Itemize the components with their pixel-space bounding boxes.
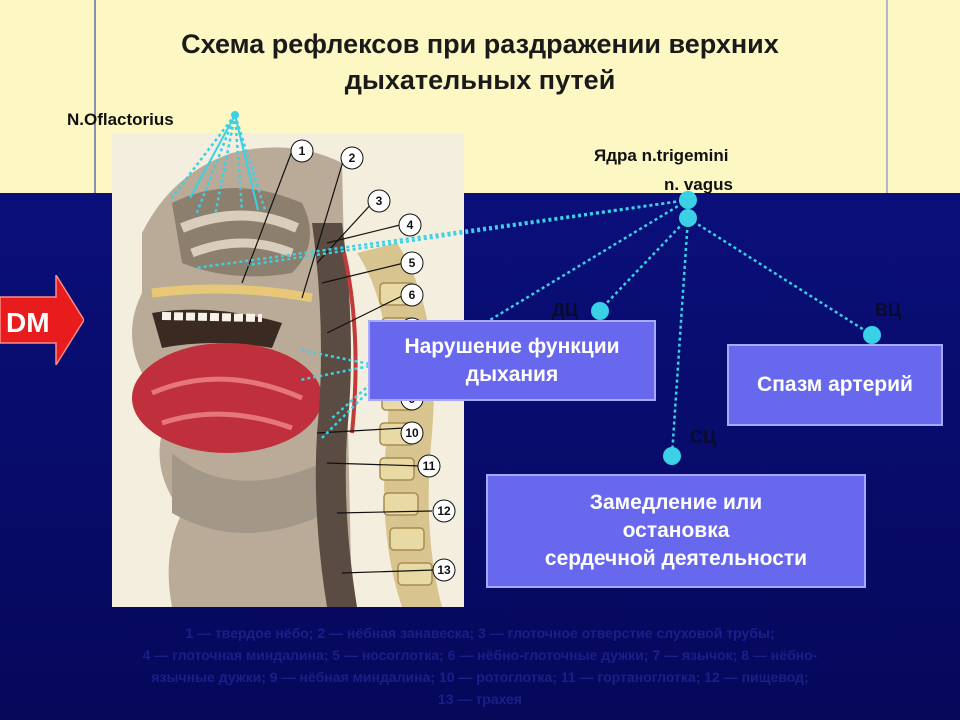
svg-text:11: 11 bbox=[423, 459, 436, 473]
figure-number-12: 12 bbox=[432, 499, 456, 523]
figure-number-1: 1 bbox=[290, 139, 314, 163]
svg-text:1: 1 bbox=[299, 144, 306, 158]
figure-number-4: 4 bbox=[398, 213, 422, 237]
olfactorius-node bbox=[231, 111, 239, 119]
figure-legend: 1 — твердое нёбо; 2 — нёбная занавеска; … bbox=[20, 622, 940, 710]
box-breathing-disorder: Нарушение функции дыхания bbox=[368, 320, 656, 401]
page-title: Схема рефлексов при раздражении верхних … bbox=[100, 26, 860, 98]
svg-text:13: 13 bbox=[437, 563, 451, 577]
right-divider bbox=[886, 0, 888, 193]
svg-text:6: 6 bbox=[409, 288, 416, 302]
figure-number-11: 11 bbox=[417, 454, 441, 478]
figure-number-5: 5 bbox=[400, 251, 424, 275]
svg-text:4: 4 bbox=[407, 218, 414, 232]
hard-palate bbox=[151, 284, 313, 303]
label-sc: СЦ bbox=[690, 427, 717, 447]
pharynx bbox=[312, 223, 357, 607]
box-artery-spasm: Спазм артерий bbox=[727, 344, 943, 426]
vc-node bbox=[863, 326, 881, 344]
figure-number-3: 3 bbox=[367, 189, 391, 213]
tongue bbox=[132, 343, 322, 453]
svg-text:2: 2 bbox=[349, 151, 356, 165]
legend-line-2: 4 — глоточная миндалина; 5 — носоглотка;… bbox=[142, 647, 818, 663]
label-vagus: n. vagus bbox=[664, 175, 733, 194]
vagus-node bbox=[679, 209, 697, 227]
dm-badge: DM bbox=[0, 275, 84, 365]
dm-badge-text: DM bbox=[6, 307, 50, 338]
anatomy-illustration: 1 2 3 4 5 6 7 8 9 10 11 12 13 bbox=[112, 133, 464, 607]
label-vc: ВЦ bbox=[875, 300, 902, 320]
figure-number-10: 10 bbox=[400, 421, 424, 445]
legend-line-3: язычные дужки; 9 — нёбная миндалина; 10 … bbox=[151, 669, 809, 685]
label-dc: ДЦ bbox=[552, 300, 578, 320]
svg-text:5: 5 bbox=[409, 256, 416, 270]
sc-node bbox=[663, 447, 681, 465]
box-cardiac-slowdown: Замедление или остановка сердечной деяте… bbox=[486, 474, 866, 588]
nasal-cavity bbox=[172, 188, 310, 277]
label-trigemini: Ядра n.trigemini bbox=[594, 146, 729, 165]
figure-number-2: 2 bbox=[340, 146, 364, 170]
trigemini-node bbox=[679, 191, 697, 209]
legend-line-4: 13 — трахея bbox=[438, 691, 522, 707]
svg-text:10: 10 bbox=[405, 426, 419, 440]
lower-jaw bbox=[172, 453, 327, 533]
legend-line-1: 1 — твердое нёбо; 2 — нёбная занавеска; … bbox=[185, 625, 775, 641]
figure-number-13: 13 bbox=[432, 558, 456, 582]
svg-text:12: 12 bbox=[437, 504, 451, 518]
dc-node bbox=[591, 302, 609, 320]
title-line-2: дыхательных путей bbox=[344, 65, 616, 95]
title-line-1: Схема рефлексов при раздражении верхних bbox=[181, 29, 779, 59]
figure-number-6: 6 bbox=[400, 283, 424, 307]
label-olfactorius: N.Oflactorius bbox=[67, 110, 174, 129]
left-divider bbox=[94, 0, 96, 193]
svg-text:3: 3 bbox=[376, 194, 383, 208]
